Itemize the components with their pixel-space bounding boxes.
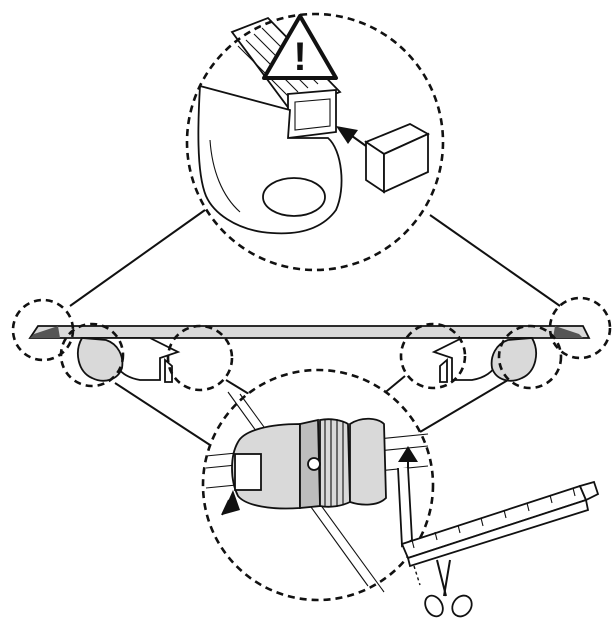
bar-inner-end [294, 98, 331, 131]
clamp-right-body [349, 417, 387, 506]
arrow-shaft-left-clamp [221, 499, 230, 516]
roof-bar-overview [28, 325, 591, 383]
callout-circle-right-clamp [399, 322, 467, 390]
top-leader-lines [69, 209, 561, 307]
crossbar [28, 325, 591, 339]
top-detail-circle [185, 12, 445, 272]
callout-circle-right-pad [497, 324, 563, 390]
cut-guide [413, 565, 421, 586]
right-foot-pad [490, 337, 537, 382]
top-detail: ! [185, 12, 445, 272]
arrow-icon [336, 126, 358, 144]
insert-arrow-shaft [351, 135, 367, 147]
scissors-blade-b [443, 559, 451, 597]
right-foot-clamp [439, 358, 448, 383]
warning-symbol: ! [293, 35, 306, 79]
scissors-handle-right [451, 594, 473, 618]
warning-triangle-icon [262, 14, 338, 80]
knob-grip [324, 419, 344, 507]
leader-line-left-top [69, 209, 206, 307]
strip-side-face [406, 498, 590, 568]
rubber-strip [400, 480, 600, 586]
arrow-icon-right-clamp [398, 446, 418, 462]
strip-scale-marks [411, 487, 576, 549]
scissors-handle-left [424, 594, 444, 618]
callout-circle-right-end [548, 296, 612, 360]
clamp-slot [234, 453, 262, 491]
leader-line-left-bottom-a [114, 382, 211, 446]
bottom-detail-circle [201, 368, 435, 602]
left-foot-clamp [164, 358, 173, 383]
callout-circle-left-clamp [166, 324, 234, 392]
leader-line-right-top [429, 214, 561, 307]
left-end-cap [30, 326, 60, 338]
end-cap-side [383, 132, 429, 194]
bottom-detail [201, 368, 435, 602]
small-callouts [11, 296, 612, 392]
scissors-icon [424, 559, 473, 618]
top-foot-crease [209, 139, 241, 213]
leader-line-right-bottom-b [419, 379, 509, 433]
arrow-icon-left-clamp [222, 490, 240, 515]
strip-end [578, 480, 600, 502]
right-end-cap [553, 326, 583, 338]
top-foot-oval [262, 177, 326, 217]
clamp-screw [307, 457, 321, 471]
callout-circle-left-pad [59, 322, 125, 388]
